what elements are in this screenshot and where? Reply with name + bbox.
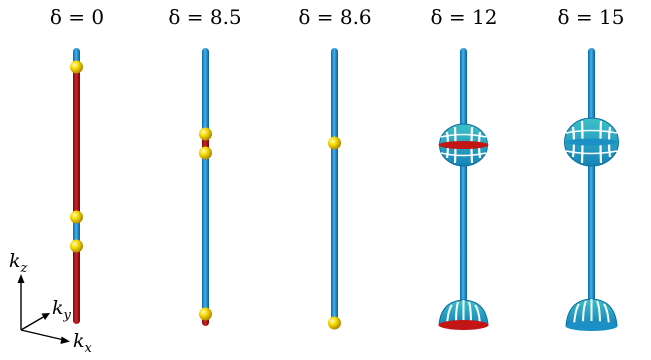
ky-label: ky xyxy=(52,297,72,323)
node-sphere xyxy=(199,307,212,321)
node-sphere xyxy=(70,60,83,74)
rod-blue xyxy=(202,153,209,313)
rod-blue xyxy=(460,48,467,328)
node-sphere xyxy=(328,316,341,330)
kz-arrowhead-icon xyxy=(17,274,25,283)
kx-arrowhead-icon xyxy=(60,336,70,344)
panel-label-4: δ = 15 xyxy=(558,5,625,29)
rod-red xyxy=(73,246,80,324)
sphere-cage-upper xyxy=(438,123,489,167)
axis-triad xyxy=(17,274,70,344)
node-sphere xyxy=(70,239,83,253)
node-sphere xyxy=(199,127,212,141)
panel-4-structure xyxy=(564,48,619,331)
kz-label: kz xyxy=(9,250,28,276)
rod-red xyxy=(73,66,80,216)
sphere-cage-upper xyxy=(564,117,619,167)
node-sphere xyxy=(328,136,341,150)
dome-lower xyxy=(438,299,489,330)
rod-red xyxy=(202,134,209,154)
ky-arrowhead-icon xyxy=(41,313,50,320)
rod-blue xyxy=(331,48,338,328)
rod-blue xyxy=(73,216,80,246)
panel-3-structure xyxy=(438,48,489,330)
kx-label: kx xyxy=(73,330,93,356)
panel-label-1: δ = 8.5 xyxy=(168,5,241,29)
panel-label-3: δ = 12 xyxy=(431,5,498,29)
node-sphere xyxy=(70,210,83,224)
rod-blue xyxy=(588,48,595,328)
panel-label-2: δ = 8.6 xyxy=(298,5,371,29)
node-sphere xyxy=(199,146,212,160)
rod-blue xyxy=(202,48,209,134)
dome-lower xyxy=(565,298,618,331)
panel-0-structure xyxy=(70,48,83,324)
panel-label-0: δ = 0 xyxy=(50,5,104,29)
kx-axis-arrow xyxy=(20,329,65,341)
panel-2-structure xyxy=(328,48,341,330)
panel-1-structure xyxy=(199,48,212,326)
ky-axis-arrow xyxy=(20,315,46,331)
